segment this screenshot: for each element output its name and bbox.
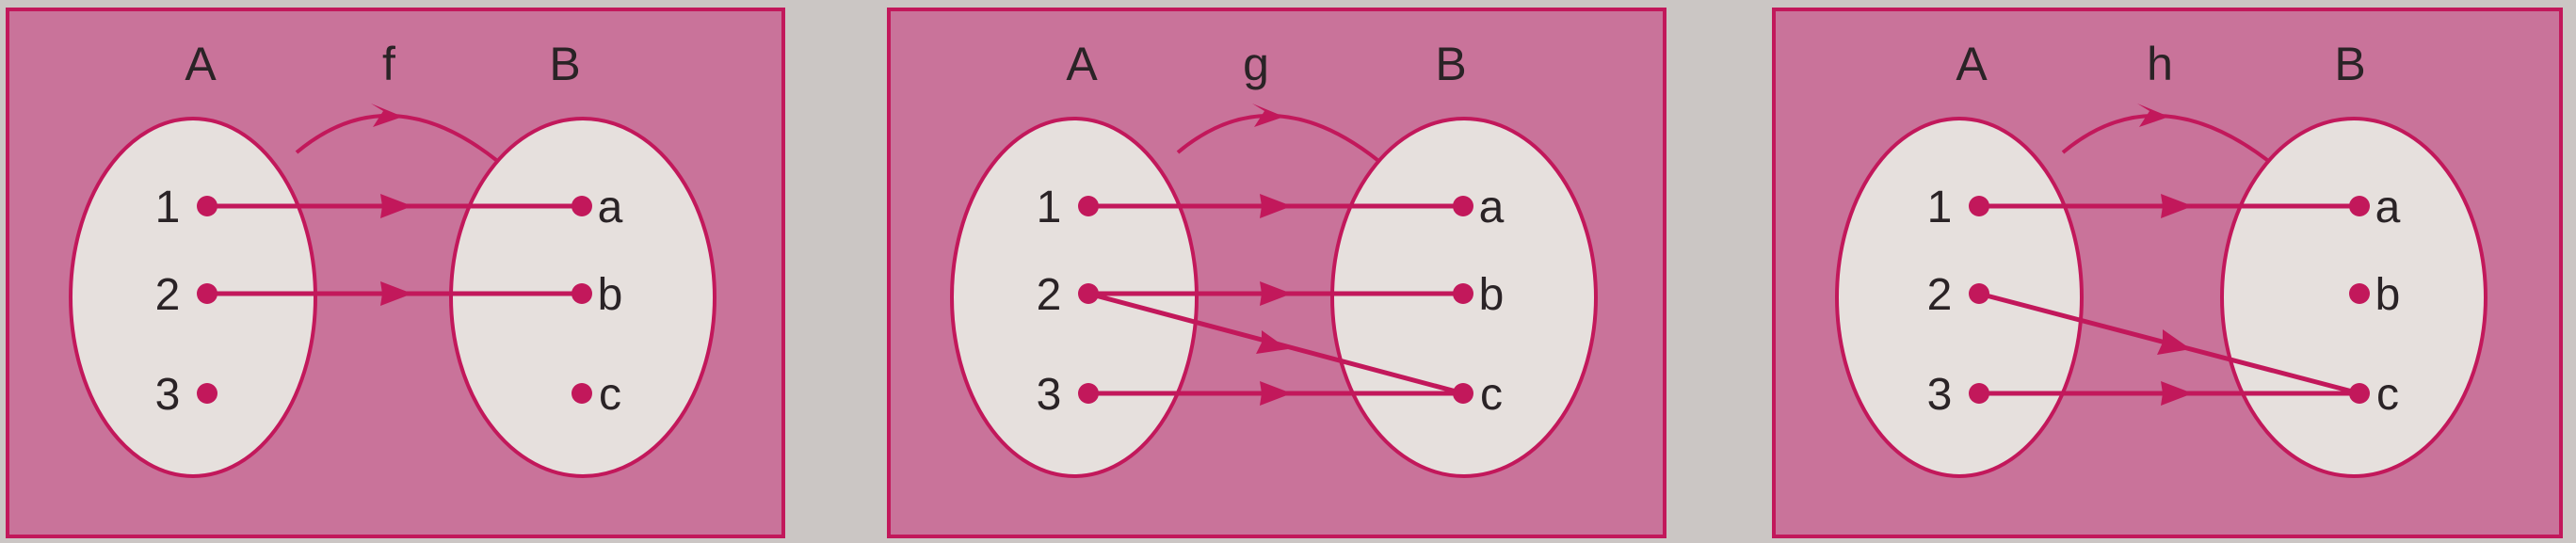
element-label: b [2375, 270, 2401, 320]
set-b-title: B [1435, 38, 1466, 90]
element-dot [1078, 196, 1099, 216]
arrow-2-to-b-head [1260, 281, 1292, 306]
element-label: b [1479, 270, 1505, 320]
element-label: 2 [1927, 270, 1953, 320]
set-b-elements: a b c [1453, 183, 1505, 420]
set-b-title: B [549, 38, 580, 90]
element-b: b [572, 270, 622, 320]
set-a-oval [69, 117, 317, 478]
set-a-title: A [1066, 38, 1098, 90]
set-a-oval [950, 117, 1199, 478]
element-dot [572, 383, 592, 404]
element-dot [1453, 383, 1473, 404]
element-label: 2 [1037, 270, 1062, 320]
set-a-title: A [185, 38, 217, 90]
element-dot [197, 196, 217, 216]
element-label: 1 [1037, 183, 1062, 232]
panel-h: A h B 1 2 3 [1772, 8, 2563, 538]
element-label: a [598, 183, 623, 232]
element-dot [1453, 196, 1473, 216]
element-dot [1969, 283, 1989, 304]
element-label: 3 [1037, 370, 1062, 420]
element-1: 1 [1927, 183, 1989, 232]
element-dot [1078, 383, 1099, 404]
element-label: c [599, 370, 621, 420]
set-a-elements: 1 2 3 [155, 183, 217, 420]
set-b-elements: a b c [572, 183, 623, 420]
element-label: a [1479, 183, 1505, 232]
element-dot [2349, 383, 2370, 404]
arrow-2-to-b-head [380, 281, 412, 306]
arrow-3-to-c-head [1260, 381, 1292, 406]
arrow-3-to-c-head [2161, 381, 2193, 406]
element-label: c [1480, 370, 1503, 420]
element-dot [1078, 283, 1099, 304]
element-dot [572, 196, 592, 216]
function-arc-arrowhead [2137, 104, 2169, 127]
function-arc-arrowhead [371, 104, 403, 127]
panel-f: A f B 1 2 3 a [6, 8, 785, 538]
element-2: 2 [1927, 270, 1989, 320]
element-c: c [572, 370, 621, 420]
element-dot [1969, 196, 1989, 216]
element-c: c [1453, 370, 1503, 420]
element-dot [1453, 283, 1473, 304]
element-label: 3 [155, 370, 181, 420]
element-dot [197, 283, 217, 304]
element-1: 1 [1037, 183, 1099, 232]
set-a-elements: 1 2 3 [1037, 183, 1099, 420]
element-dot [572, 283, 592, 304]
function-arc-arrowhead [1252, 104, 1284, 127]
element-label: c [2376, 370, 2399, 420]
arrow-1-to-a-head [380, 194, 412, 218]
element-dot [2349, 283, 2370, 304]
element-label: a [2375, 183, 2401, 232]
element-label: 3 [1927, 370, 1953, 420]
mapping-arrows [207, 194, 582, 306]
panel-g: A g B 1 2 3 [887, 8, 1666, 538]
function-name: g [1243, 38, 1269, 90]
element-2: 2 [155, 270, 217, 320]
set-a-title: A [1956, 38, 1988, 90]
set-a-elements: 1 2 3 [1927, 183, 1989, 420]
element-3: 3 [1037, 370, 1099, 420]
mapping-arrows [1087, 194, 1464, 406]
element-c: c [2349, 370, 2399, 420]
element-a: a [1453, 183, 1505, 232]
element-label: 1 [1927, 183, 1953, 232]
element-label: 2 [155, 270, 181, 320]
element-2: 2 [1037, 270, 1099, 320]
set-b-title: B [2334, 38, 2365, 90]
function-name: h [2147, 38, 2173, 90]
element-label: 1 [155, 183, 181, 232]
element-a: a [2349, 183, 2401, 232]
element-b: b [2349, 270, 2400, 320]
set-a-oval [1835, 117, 2084, 478]
arrow-1-to-a-head [1260, 194, 1292, 218]
set-b-elements: a b c [2349, 183, 2401, 420]
arrow-1-to-a-head [2161, 194, 2193, 218]
element-3: 3 [155, 370, 217, 420]
element-dot [197, 383, 217, 404]
arrow-2-to-c-head [2157, 329, 2191, 355]
function-name: f [382, 38, 395, 90]
element-label: b [598, 270, 623, 320]
element-3: 3 [1927, 370, 1989, 420]
arrow-2-to-c-head [1256, 330, 1288, 354]
element-1: 1 [155, 183, 217, 232]
element-a: a [572, 183, 623, 232]
element-dot [1969, 383, 1989, 404]
element-dot [2349, 196, 2370, 216]
mapping-arrows [1978, 194, 2360, 406]
element-b: b [1453, 270, 1504, 320]
